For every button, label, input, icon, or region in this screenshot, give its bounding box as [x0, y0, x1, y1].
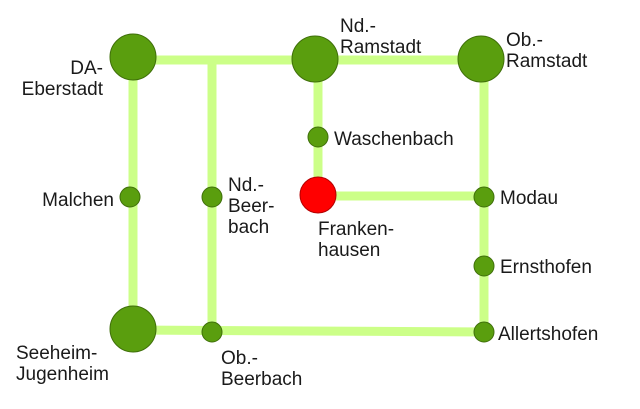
node-frankenhausen: [299, 176, 337, 214]
node-allertshofen: [473, 321, 495, 343]
node-seeheim-jugenheim: [109, 305, 157, 353]
label-ernsthofen: Ernsthofen: [500, 257, 592, 278]
label-da-eberstadt: DA- Eberstadt: [21, 58, 103, 100]
label-seeheim-jugenheim: Seeheim- Jugenheim: [16, 343, 109, 385]
node-nd-beerbach: [201, 186, 223, 208]
label-ob-ramstadt: Ob.- Ramstadt: [506, 30, 588, 72]
node-modau: [473, 186, 495, 208]
label-malchen: Malchen: [42, 190, 114, 211]
node-malchen: [119, 186, 141, 208]
node-da-eberstadt: [109, 33, 157, 81]
node-ob-beerbach: [201, 321, 223, 343]
road-seeheim-allertshofen: [128, 325, 489, 337]
node-ob-ramstadt: [457, 35, 505, 83]
label-waschenbach: Waschenbach: [334, 129, 454, 150]
label-frankenhausen: Franken- hausen: [318, 219, 395, 261]
nodes: [109, 33, 505, 353]
label-ob-beerbach: Ob.- Beerbach: [221, 348, 303, 390]
label-allertshofen: Allertshofen: [498, 324, 599, 345]
label-nd-beerbach: Nd.- Beer- bach: [228, 175, 275, 238]
node-waschenbach: [307, 126, 329, 148]
label-modau: Modau: [500, 188, 559, 209]
node-ernsthofen: [473, 255, 495, 277]
node-nd-ramstadt: [291, 35, 339, 83]
label-nd-ramstadt: Nd.- Ramstadt: [340, 16, 422, 58]
